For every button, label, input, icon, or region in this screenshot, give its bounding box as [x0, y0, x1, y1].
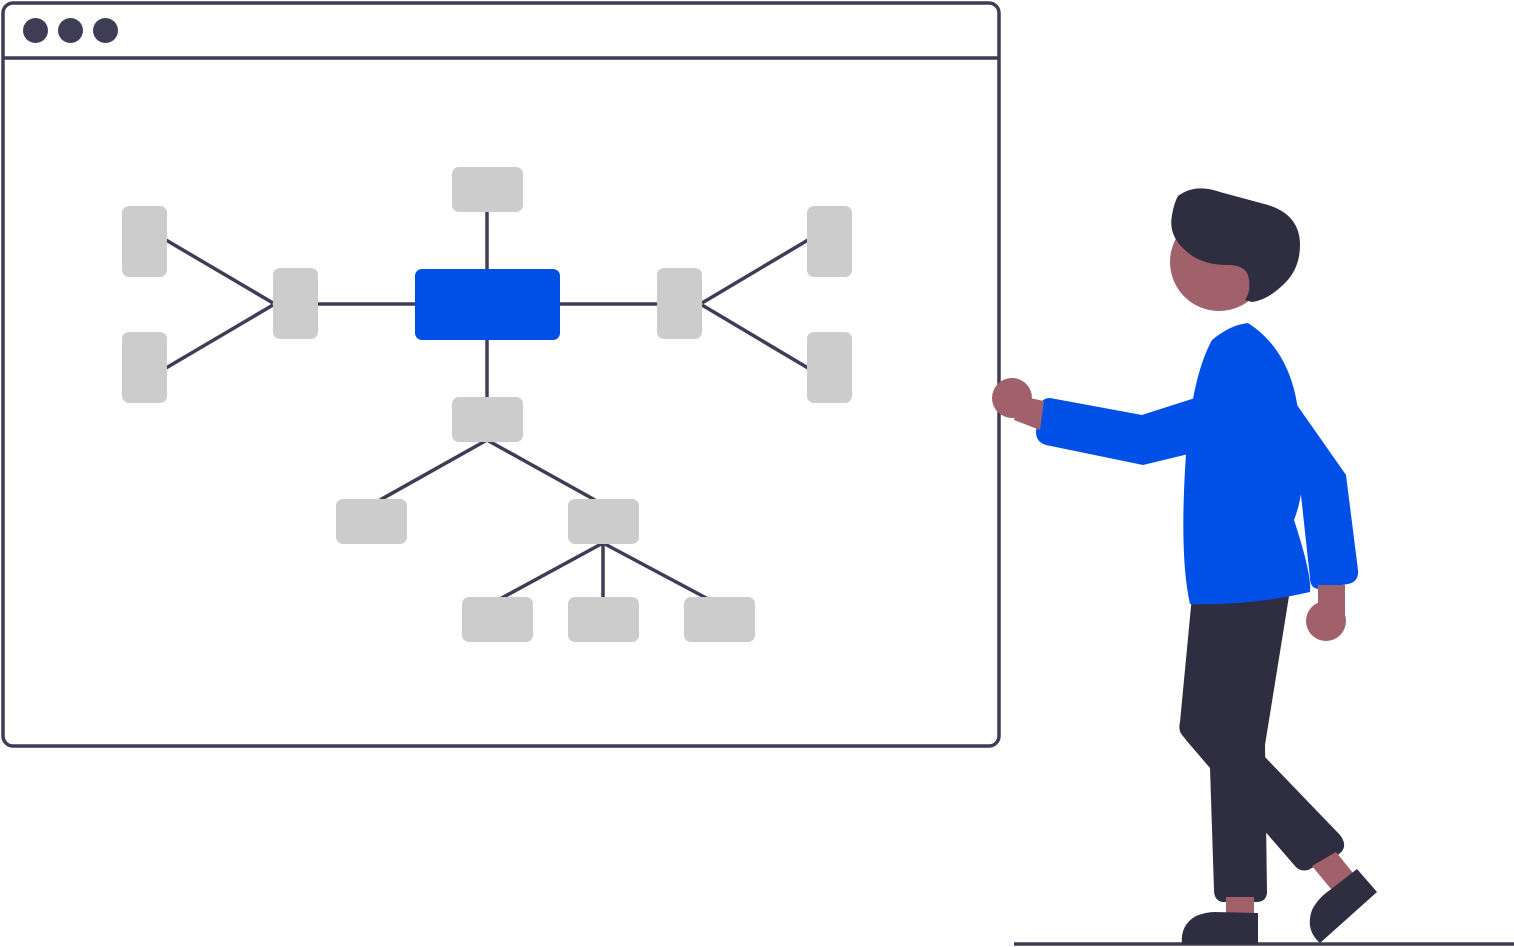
central-node [415, 269, 560, 340]
front-hand [992, 378, 1032, 418]
window-dot-icon [58, 18, 83, 43]
diagram-node [462, 597, 533, 642]
connector [165, 303, 274, 370]
mind-map-diagram [122, 167, 852, 642]
front-shoe [1181, 912, 1258, 944]
window-dot-icon [23, 18, 48, 43]
diagram-node [684, 597, 755, 642]
diagram-connectors [165, 212, 809, 602]
connector [379, 438, 488, 502]
diagram-node [122, 206, 167, 277]
diagram-node [452, 397, 523, 442]
diagram-node [122, 332, 167, 403]
connector [165, 238, 274, 305]
person-figure [992, 188, 1377, 944]
connector [486, 438, 596, 502]
diagram-node [807, 206, 852, 277]
diagram-node [807, 332, 852, 403]
window-dot-icon [93, 18, 118, 43]
browser-window [1, 1, 1001, 748]
connector [602, 541, 711, 602]
connector [701, 303, 809, 370]
diagram-node [273, 268, 318, 339]
diagram-node [657, 268, 702, 339]
front-leg [1179, 590, 1290, 902]
hair [1171, 188, 1300, 302]
diagram-node [336, 499, 407, 544]
back-hand [1306, 601, 1346, 641]
connector [497, 541, 604, 602]
connector [701, 238, 809, 305]
back-shoe [1309, 869, 1377, 943]
shirt [1183, 323, 1311, 605]
front-ankle [1226, 897, 1254, 917]
diagram-node [452, 167, 523, 212]
branch-nodes [122, 167, 852, 642]
browser-window-frame [1, 1, 1001, 748]
diagram-node [568, 597, 639, 642]
diagram-node [568, 499, 639, 544]
front-arm [1036, 398, 1205, 465]
